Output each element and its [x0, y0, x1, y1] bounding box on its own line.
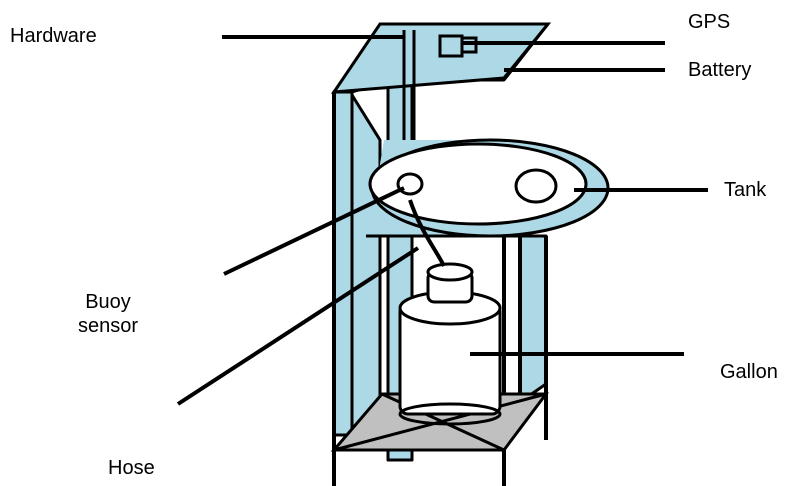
label-buoy-sensor: Buoy sensor — [68, 290, 148, 338]
top-plate — [334, 24, 548, 92]
label-hardware: Hardware — [10, 24, 97, 48]
label-buoy-line1: Buoy — [68, 290, 148, 314]
label-gallon: Gallon — [720, 360, 778, 384]
left-panel — [334, 92, 352, 435]
label-battery: Battery — [688, 58, 751, 82]
right-panel — [520, 236, 546, 402]
rear-panel — [352, 95, 380, 430]
callout-hose — [178, 248, 418, 404]
tank-right-port — [516, 170, 556, 202]
gallon-jug — [400, 264, 500, 424]
label-hose: Hose — [108, 456, 155, 480]
label-gps: GPS — [688, 10, 730, 34]
label-buoy-line2: sensor — [68, 314, 148, 338]
label-tank: Tank — [724, 178, 766, 202]
